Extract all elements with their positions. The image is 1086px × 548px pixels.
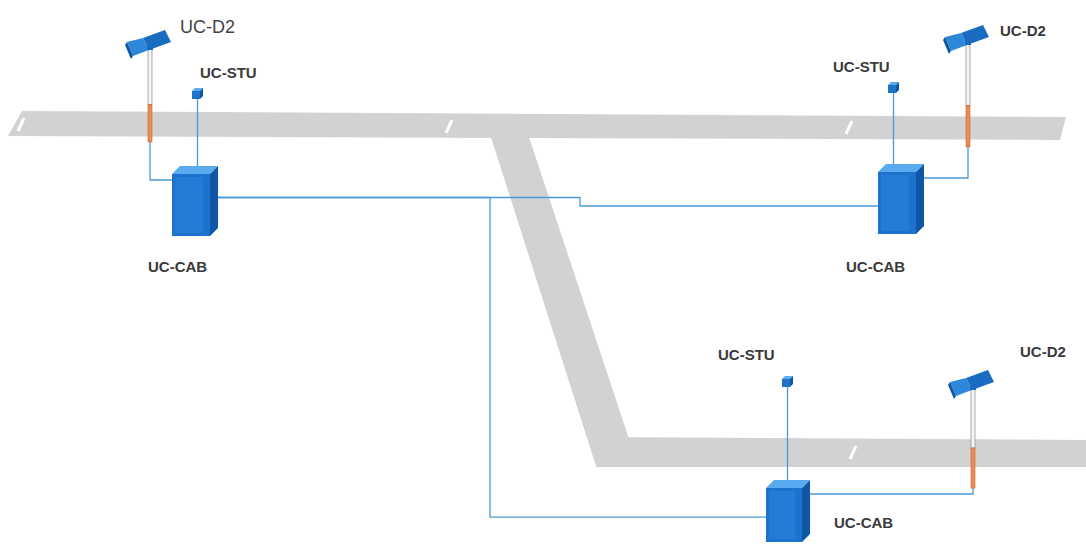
sensor-node: UC-STU <box>192 88 203 99</box>
cabinet-symbol <box>878 164 924 234</box>
node-label: UC-D2 <box>1000 22 1046 40</box>
cabinet-symbol <box>766 480 810 542</box>
sensor-node: UC-STU <box>888 82 899 93</box>
cable-line <box>218 198 878 207</box>
node-label: UC-CAB <box>148 258 207 276</box>
sensor-symbol <box>888 82 899 93</box>
camera-symbol <box>125 30 175 142</box>
camera-node: UC-D2 <box>948 370 998 488</box>
cable-line <box>810 488 973 494</box>
cable-line <box>150 142 172 180</box>
node-label: UC-D2 <box>1020 343 1066 361</box>
node-label: UC-STU <box>200 64 257 82</box>
cable-line <box>197 99 198 166</box>
camera-node: UC-D2 <box>125 30 175 142</box>
node-label: UC-CAB <box>834 514 893 532</box>
sensor-symbol <box>782 376 793 387</box>
cabinet-node: UC-CAB <box>878 164 924 234</box>
sensor-node: UC-STU <box>782 376 793 387</box>
road <box>8 111 1086 467</box>
camera-node: UC-D2 <box>943 25 993 147</box>
node-label: UC-STU <box>718 346 775 364</box>
cable-line <box>893 93 894 164</box>
node-label: UC-CAB <box>846 258 905 276</box>
cabinet-symbol <box>172 166 218 236</box>
sensor-symbol <box>192 88 203 99</box>
node-label: UC-STU <box>833 58 890 76</box>
camera-symbol <box>948 370 998 488</box>
camera-symbol <box>943 25 993 147</box>
cabinet-node: UC-CAB <box>172 166 218 236</box>
cable-line <box>787 387 788 480</box>
cable-line <box>924 147 968 178</box>
cable-line <box>218 198 766 518</box>
lane-marks <box>18 118 856 459</box>
cabinet-node: UC-CAB <box>766 480 810 542</box>
node-label: UC-D2 <box>180 18 235 36</box>
